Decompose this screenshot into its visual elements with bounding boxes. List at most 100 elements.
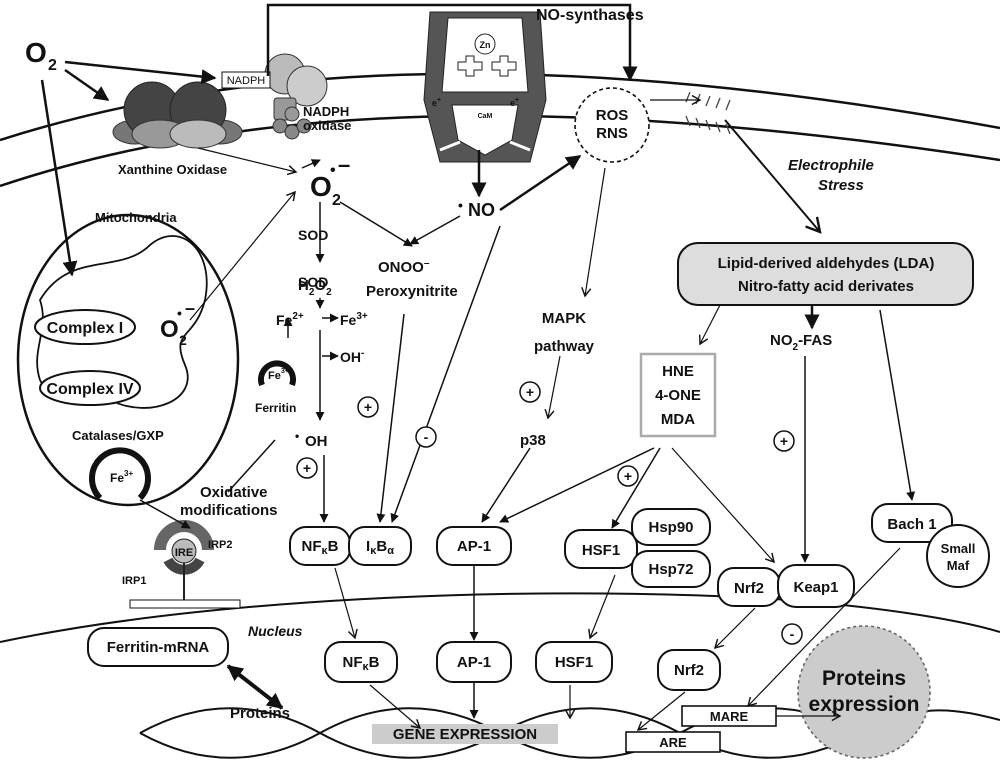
hsp90-label: Hsp90 — [648, 519, 693, 536]
mito-superoxide-label: O 2 • – — [160, 298, 195, 348]
nadph-box-label: NADPH — [227, 75, 266, 87]
ikba-label: IκBα — [366, 538, 394, 557]
complex-iv-label: Complex IV — [46, 381, 133, 398]
gene-expression-bar — [372, 724, 558, 744]
sod-text: SOD — [298, 227, 328, 243]
svg-text:+: + — [303, 460, 311, 476]
proteins-expression-label-2: expression — [809, 693, 920, 716]
mapk-label-2: pathway — [534, 338, 595, 355]
svg-text:+: + — [526, 384, 534, 400]
superoxide-label: O 2 • – — [310, 152, 350, 209]
regulation-signs: + + - + + + - — [296, 381, 803, 645]
activation-arrows — [40, 3, 820, 330]
4-one-label: 4-ONE — [655, 387, 701, 404]
nos-electron-right: e+ — [510, 97, 519, 108]
oxidative-label-1: Oxidative — [200, 484, 268, 501]
ikba-node: IκBα — [348, 526, 412, 566]
nucleus-nfkb-label: NFκB — [343, 654, 380, 673]
nos-cam-label: CaM — [478, 113, 493, 120]
hydroxyl-dot: • — [295, 429, 299, 443]
nucleus-ap1-label: AP-1 — [457, 654, 491, 671]
svg-text:3+: 3+ — [124, 469, 133, 478]
oxygen-label: O 2 — [25, 37, 57, 74]
mrna-proteins-arrow — [226, 664, 284, 710]
bach1-node: Bach 1 — [871, 503, 953, 543]
cell-membrane — [0, 72, 1000, 188]
complex-i-node: Complex I — [34, 309, 136, 345]
svg-text:•: • — [330, 162, 336, 179]
complex-iv-node: Complex IV — [39, 370, 141, 406]
nucleus-ap1-node: AP-1 — [436, 641, 512, 683]
ap1-node: AP-1 — [436, 526, 512, 566]
electrophile-label-1: Electrophile — [788, 157, 874, 174]
rns-label: RNS — [596, 125, 628, 142]
mitochondria-outline — [16, 213, 240, 507]
mitochondria-label: Mitochondria — [95, 210, 177, 225]
svg-text:–: – — [338, 152, 350, 177]
nitric-oxide-label: NO — [468, 200, 495, 220]
nfkb-label: NFκB — [302, 538, 339, 557]
catalases-label: Catalases/GXP — [72, 428, 164, 443]
lda-label-1: Lipid-derived aldehydes (LDA) — [718, 255, 935, 272]
proteins-expression-label-1: Proteins — [822, 667, 906, 690]
small-maf-node: Small Maf — [926, 524, 990, 588]
ire-label: IRE — [175, 547, 193, 559]
svg-text:O: O — [25, 37, 47, 68]
hsp72-node: Hsp72 — [631, 550, 711, 588]
hsp90-node: Hsp90 — [631, 508, 711, 546]
nucleus-nfkb-node: NFκB — [324, 641, 398, 683]
proteins-expression-circle — [797, 625, 931, 759]
electrophile-label-2: Stress — [818, 177, 864, 194]
ros-label: ROS — [596, 107, 629, 124]
hydroxide-label: OH- — [340, 348, 364, 365]
small-maf-label-1: Small — [941, 541, 976, 556]
nuclear-membrane — [0, 592, 1000, 643]
nrf2-node: Nrf2 — [717, 567, 781, 607]
nos-electron-left: e+ — [432, 97, 441, 108]
sod-label: SOD — [298, 274, 328, 290]
no-radical-dot: • — [458, 197, 463, 213]
xanthine-oxidase-label: Xanthine Oxidase — [118, 162, 227, 177]
ferritin-iron-icon: Fe 3+ — [258, 360, 296, 387]
hne-label: HNE — [662, 363, 694, 380]
svg-text:O: O — [160, 316, 179, 343]
fe2-label: Fe2+ — [276, 311, 304, 328]
svg-text:+: + — [624, 468, 632, 484]
xanthine-oxidase-icon — [112, 81, 243, 149]
nucleus-hsf1-label: HSF1 — [555, 654, 593, 671]
ap1-label: AP-1 — [457, 538, 491, 555]
svg-text:Fe: Fe — [268, 370, 281, 382]
nos-zn-label: Zn — [480, 40, 491, 50]
svg-text:–: – — [185, 298, 195, 318]
lda-box — [677, 242, 974, 306]
hsp72-label: Hsp72 — [648, 561, 693, 578]
bach1-label: Bach 1 — [887, 516, 936, 533]
no-synthase-icon — [423, 11, 547, 163]
p38-label: p38 — [520, 432, 546, 449]
nadph-oxidase-label-1: NADPH — [303, 104, 349, 119]
irp2-label: IRP2 — [208, 539, 232, 551]
svg-text:2: 2 — [179, 332, 187, 348]
lda-label-2: Nitro-fatty acid derivates — [738, 278, 914, 295]
nrf2-label: Nrf2 — [734, 580, 764, 597]
svg-text:2: 2 — [332, 192, 341, 209]
ferritin-mrna-label: Ferritin-mRNA — [107, 639, 210, 656]
fe3-label: Fe3+ — [340, 311, 368, 328]
nadph-oxidase-icon — [264, 53, 328, 140]
svg-text:+: + — [780, 433, 788, 449]
svg-text:•: • — [177, 305, 182, 321]
reaction-arrows — [139, 201, 916, 719]
hsf1-node: HSF1 — [564, 529, 638, 569]
nucleus-hsf1-node: HSF1 — [535, 641, 613, 683]
keap1-label: Keap1 — [793, 579, 838, 596]
ros-rns-circle — [574, 87, 650, 163]
ferritin-mrna-node: Ferritin-mRNA — [87, 627, 229, 667]
svg-text:Fe: Fe — [110, 471, 124, 485]
nadph-box — [221, 71, 271, 89]
complex-i-label: Complex I — [47, 320, 123, 337]
irp1-label: IRP1 — [122, 575, 146, 587]
gene-expression-label: GENE EXPRESSION — [393, 726, 537, 743]
svg-text:3+: 3+ — [281, 368, 289, 375]
svg-text:-: - — [790, 626, 795, 642]
hydroxyl-radical-label: OH — [305, 433, 328, 450]
